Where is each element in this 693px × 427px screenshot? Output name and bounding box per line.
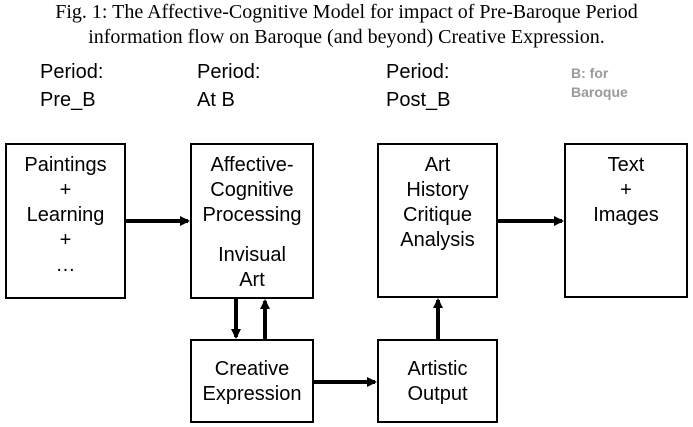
box-line: … xyxy=(55,254,76,276)
box-line: Processing xyxy=(202,204,302,226)
period-post-b: Period: Post_B xyxy=(386,58,450,114)
figure-caption: Fig. 1: The Affective-Cognitive Model fo… xyxy=(0,0,693,50)
artistic-output-box: Artistic Output xyxy=(377,339,498,423)
box-line: Artistic xyxy=(407,358,468,380)
period-value: Pre_B xyxy=(40,89,96,111)
caption-line-2: information flow on Baroque (and beyond)… xyxy=(88,26,605,48)
input-box: Paintings + Learning + … xyxy=(5,143,126,299)
box-line: Affective- xyxy=(210,154,294,176)
box-line: Analysis xyxy=(400,229,475,251)
period-value: At B xyxy=(197,89,235,111)
critique-box: Art History Critique Analysis xyxy=(377,143,498,298)
box-line: + xyxy=(620,179,632,201)
box-line: Learning xyxy=(26,204,105,226)
box-line: Expression xyxy=(202,383,302,405)
box-line: Output xyxy=(407,383,468,405)
period-value: Post_B xyxy=(386,89,451,111)
baroque-note: B: for Baroque xyxy=(571,64,628,102)
box-line: Images xyxy=(593,204,659,226)
box-line: + xyxy=(59,179,72,201)
box-line: Invisual xyxy=(218,244,286,266)
period-label: Period: xyxy=(40,61,104,83)
period-pre-b: Period: Pre_B xyxy=(40,58,103,114)
period-at-b: Period: At B xyxy=(197,58,260,114)
period-label: Period: xyxy=(197,61,261,83)
processing-box: Affective- Cognitive Processing Invisual… xyxy=(190,143,314,299)
note-line-2: Baroque xyxy=(571,84,628,100)
creative-expression-box: Creative Expression xyxy=(190,339,314,423)
note-line-1: B: for xyxy=(571,65,609,81)
box-line: Art xyxy=(239,269,265,291)
box-line: + xyxy=(59,229,72,251)
box-line: Paintings xyxy=(24,154,107,176)
period-label: Period: xyxy=(386,61,450,83)
result-box: Text + Images xyxy=(564,143,688,298)
box-line: Critique xyxy=(403,204,472,226)
box-line: Text xyxy=(607,154,645,176)
caption-line-1: Fig. 1: The Affective-Cognitive Model fo… xyxy=(55,1,638,23)
box-line: History xyxy=(406,179,469,201)
box-line: Art xyxy=(424,154,451,176)
box-line: Cognitive xyxy=(210,179,294,201)
box-line: Creative xyxy=(214,358,290,380)
